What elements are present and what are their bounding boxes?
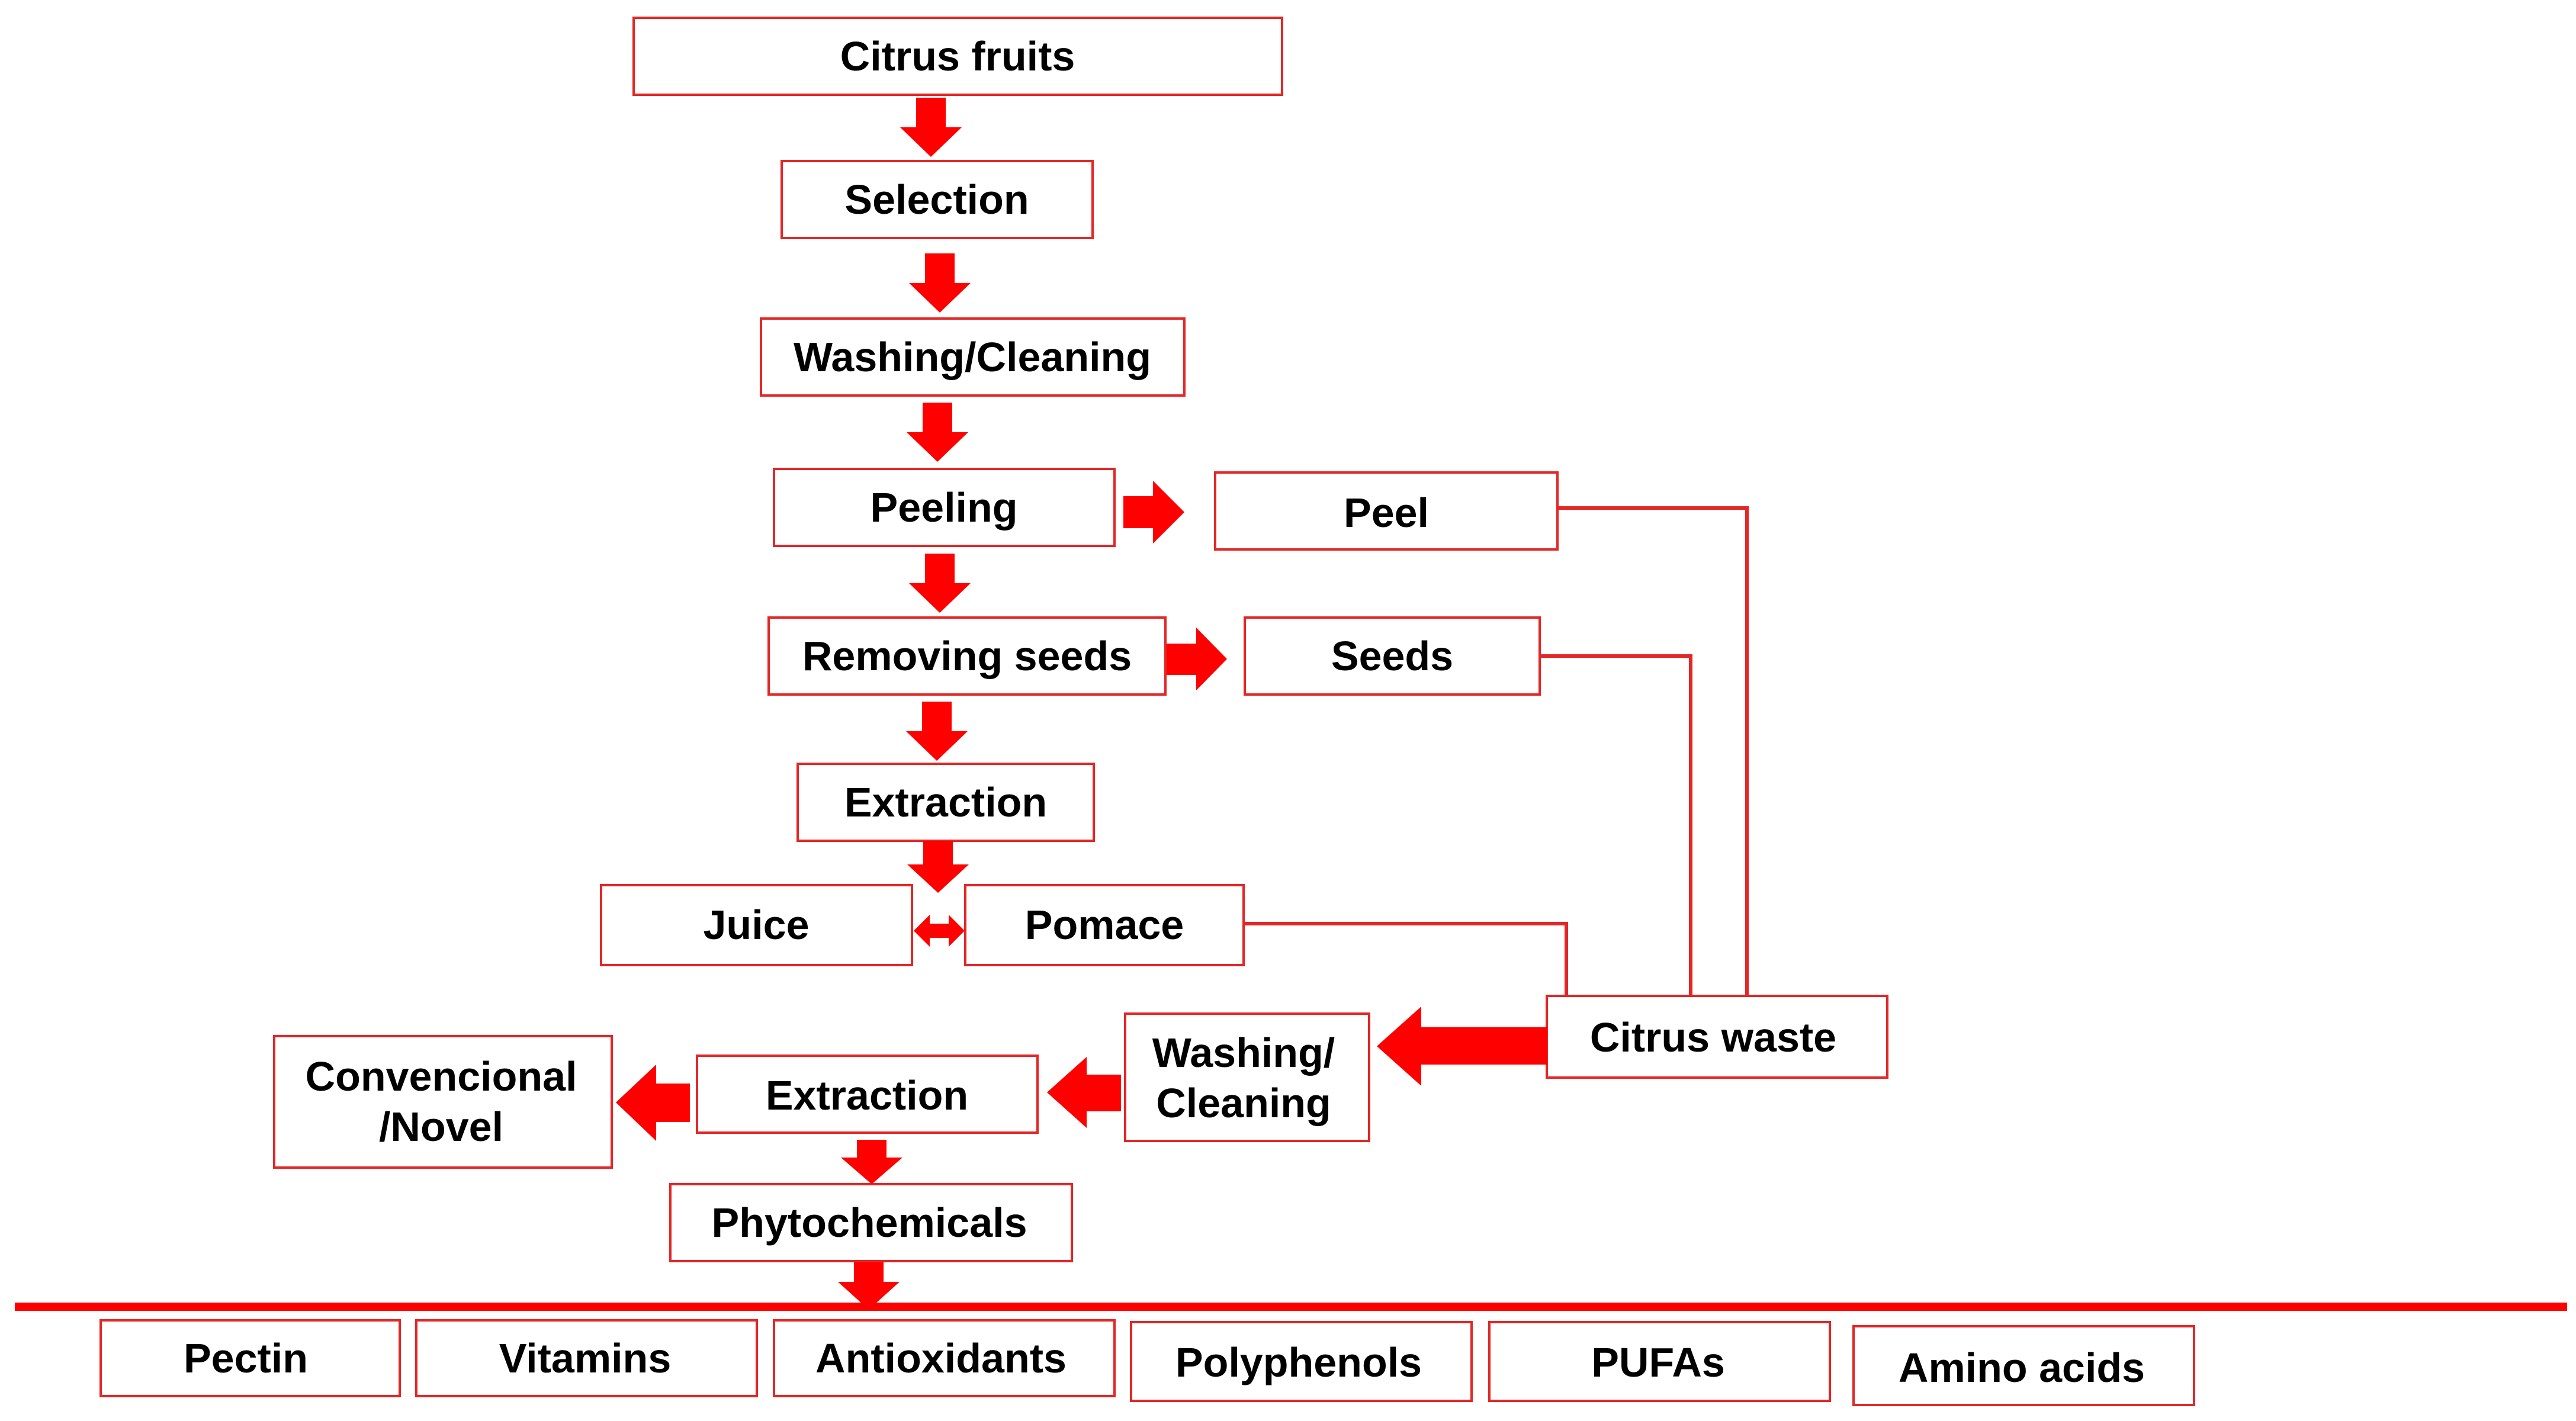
waste-extraction-box: Extraction [696, 1055, 1039, 1134]
juice-box: Juice [600, 884, 913, 966]
pomace-box: Pomace [964, 884, 1245, 966]
peeling-label: Peeling [871, 484, 1018, 531]
down-arrow [909, 253, 971, 313]
pomace-to-waste-connector [1244, 922, 1568, 996]
left-arrow [1047, 1057, 1121, 1128]
product-label: PUFAs [1591, 1339, 1725, 1385]
peel-label: Peel [1344, 490, 1429, 536]
product-vitamins-box: Vitamins [415, 1319, 758, 1397]
phytochemicals-box: Phytochemicals [669, 1183, 1073, 1262]
product-polyphenols-box: Polyphenols [1130, 1321, 1473, 1402]
right-arrow [1167, 628, 1227, 690]
right-arrow [1123, 481, 1184, 544]
extraction-box: Extraction [796, 763, 1095, 842]
waste-washing-line2: Cleaning [1156, 1080, 1331, 1126]
down-arrow [841, 1140, 902, 1184]
seeds-to-waste-connector [1540, 654, 1692, 996]
product-label: Polyphenols [1175, 1339, 1422, 1385]
product-amino-acids-box: Amino acids [1852, 1325, 2195, 1406]
product-label: Amino acids [1899, 1345, 2145, 1391]
selection-box: Selection [780, 160, 1094, 239]
left-arrow [1377, 1007, 1547, 1086]
citrus-waste-label: Citrus waste [1590, 1014, 1836, 1060]
down-arrow [909, 554, 971, 613]
waste-extraction-label: Extraction [766, 1072, 968, 1118]
juice-label: Juice [704, 902, 810, 948]
product-label: Vitamins [499, 1335, 672, 1381]
waste-washing-cleaning-box: Washing/ Cleaning [1124, 1012, 1370, 1142]
down-arrow [906, 702, 968, 761]
double-headed-arrow [914, 915, 965, 947]
citrus-fruits-label: Citrus fruits [840, 33, 1075, 79]
extraction-label: Extraction [844, 779, 1047, 825]
peeling-box: Peeling [773, 468, 1116, 547]
left-arrow [616, 1065, 690, 1141]
citrus-fruits-box: Citrus fruits [632, 17, 1283, 96]
seeds-box: Seeds [1244, 616, 1541, 696]
down-arrow [907, 403, 968, 462]
removing-seeds-label: Removing seeds [802, 633, 1132, 679]
down-arrow [907, 841, 969, 893]
separator-line [15, 1303, 2567, 1311]
down-arrow [900, 98, 962, 157]
extraction-method-box: Convencional /Novel [273, 1035, 613, 1169]
product-label: Antioxidants [815, 1335, 1067, 1381]
seeds-label: Seeds [1331, 633, 1453, 679]
phytochemicals-label: Phytochemicals [712, 1200, 1027, 1246]
waste-washing-line1: Washing/ [1152, 1030, 1335, 1076]
peel-to-waste-connector [1557, 506, 1749, 995]
citrus-waste-box: Citrus waste [1546, 995, 1888, 1079]
removing-seeds-box: Removing seeds [767, 616, 1167, 696]
product-antioxidants-box: Antioxidants [773, 1319, 1116, 1397]
peel-box: Peel [1214, 471, 1559, 551]
product-pufas-box: PUFAs [1488, 1321, 1831, 1402]
washing-cleaning-label: Washing/Cleaning [794, 334, 1151, 380]
down-arrow [838, 1262, 900, 1310]
pomace-label: Pomace [1025, 902, 1184, 948]
extraction-method-line1: Convencional [306, 1053, 577, 1099]
selection-label: Selection [844, 176, 1029, 223]
product-label: Pectin [184, 1335, 308, 1381]
extraction-method-line2: /Novel [379, 1104, 503, 1150]
product-pectin-box: Pectin [99, 1319, 401, 1397]
washing-cleaning-box: Washing/Cleaning [760, 317, 1186, 397]
